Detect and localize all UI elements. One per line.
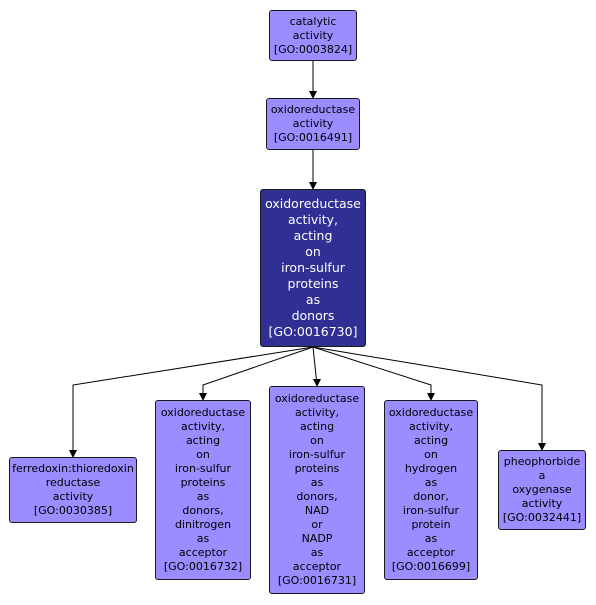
node-label-line: oxidoreductase: [388, 406, 474, 419]
node-label-line: pheophorbide: [503, 455, 581, 468]
node-label-line: proteins: [294, 462, 340, 475]
edge-arrow: [199, 346, 314, 401]
node-label-line: [GO:0016732]: [163, 560, 243, 573]
node-label-line: on: [305, 244, 321, 259]
node-label-line: [GO:0032441]: [502, 511, 582, 524]
node-label-line: protein: [411, 518, 451, 531]
edge-arrow: [312, 346, 435, 401]
node-label-line: donors: [291, 308, 335, 323]
node-label-line: [GO:0016491]: [273, 131, 353, 144]
node-label-line: [GO:0003824]: [273, 42, 353, 56]
node-label-line: oxygenase: [512, 483, 572, 496]
node-label-line: NADP: [301, 532, 333, 545]
node-label-line: donor,: [413, 490, 449, 503]
node-label-line: donors,: [296, 490, 338, 503]
node-label-line: iron-sulfur: [288, 448, 346, 461]
edge-arrow: [312, 346, 546, 451]
node-label-line: activity,: [408, 420, 454, 433]
edge-arrow: [312, 346, 321, 387]
node-label-line: reductase: [45, 476, 101, 489]
node-label-line: acceptor: [292, 560, 342, 573]
node-label-line: on: [310, 434, 324, 447]
node-label-line: iron-sulfur: [402, 504, 460, 517]
node-label-line: as: [196, 532, 210, 545]
node-label-line: activity: [521, 497, 563, 510]
node-label-line: NAD: [304, 504, 330, 517]
node-label-line: acceptor: [406, 546, 456, 559]
node-label-line: acceptor: [178, 546, 228, 559]
node-label-line: activity,: [287, 212, 339, 227]
node-label-line: catalytic: [289, 14, 337, 28]
node-label-line: [GO:0016731]: [277, 574, 357, 587]
node-label-line: on: [196, 448, 210, 461]
node-label-line: [GO:0030385]: [33, 504, 113, 517]
node-label-line: oxidoreductase: [160, 406, 246, 419]
node-label-line: donors,: [182, 504, 224, 517]
node-label-line: oxidoreductase: [274, 392, 360, 405]
node-label-line: proteins: [287, 276, 339, 291]
node-label-line: iron-sulfur: [281, 260, 345, 275]
node-label-line: activity: [292, 117, 334, 130]
node-label-line: a: [538, 469, 546, 482]
node-label-line: activity: [292, 28, 334, 42]
node-label-line: acting: [185, 434, 221, 447]
node-label-line: on: [424, 448, 438, 461]
node-label-line: activity,: [180, 420, 226, 433]
node-label-line: hydrogen: [404, 462, 458, 475]
node-label-line: [GO:0016699]: [391, 560, 471, 573]
edge-arrow: [69, 346, 314, 458]
node-label-line: acting: [413, 434, 449, 447]
node-label-line: or: [311, 518, 323, 531]
node-label-line: activity: [52, 490, 94, 503]
node-label-line: as: [424, 532, 438, 545]
node-label-line: as: [310, 546, 324, 559]
node-label-line: ferredoxin:thioredoxin: [12, 462, 134, 475]
node-label-line: as: [305, 292, 321, 307]
node-label-line: [GO:0016730]: [268, 324, 358, 339]
node-label-line: dinitrogen: [174, 518, 232, 531]
node-label-line: as: [310, 476, 324, 489]
node-label-line: oxidoreductase: [265, 196, 361, 211]
node-label-line: oxidoreductase: [270, 103, 356, 116]
node-label-line: as: [196, 490, 210, 503]
node-label-line: acting: [293, 228, 333, 243]
node-label-line: as: [424, 476, 438, 489]
node-label-line: iron-sulfur: [174, 462, 232, 475]
node-label-line: proteins: [180, 476, 226, 489]
node-label-line: acting: [299, 420, 335, 433]
node-label-line: activity,: [294, 406, 340, 419]
